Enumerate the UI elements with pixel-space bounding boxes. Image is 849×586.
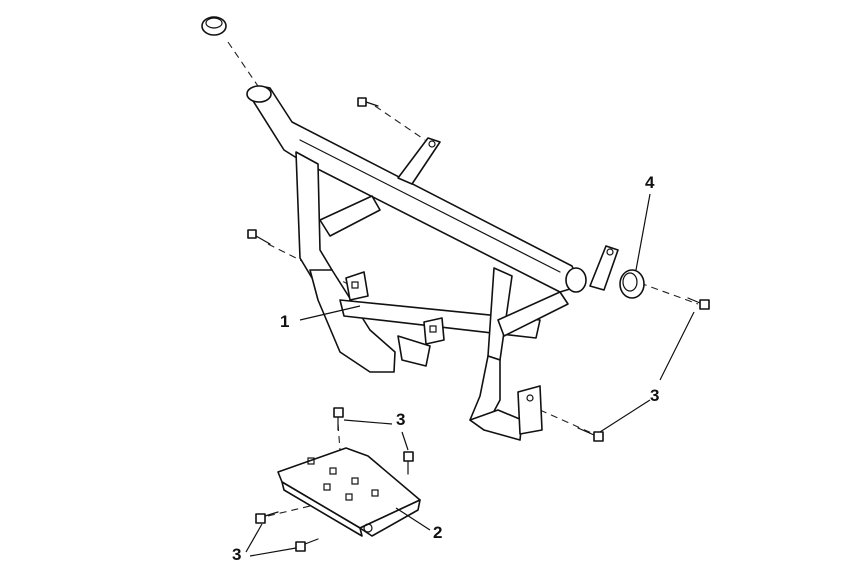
callout-3-right: 3 <box>650 386 659 405</box>
skid-plate <box>277 447 421 537</box>
upper-tube-open-end-left <box>246 85 272 103</box>
cap-body <box>201 16 227 36</box>
center-bracket <box>397 335 431 367</box>
bolt-shank <box>255 235 271 245</box>
left-inner-brace <box>319 195 381 237</box>
bolt-head <box>699 299 710 310</box>
cap-rim <box>205 17 223 29</box>
bolt-plate-top <box>333 407 344 431</box>
leader-3b-second <box>659 311 695 381</box>
bolt-left <box>247 229 271 245</box>
skid-plate-slot <box>329 467 337 475</box>
bolts <box>247 97 710 552</box>
bolt-top <box>357 97 379 107</box>
bolt-shank <box>577 427 595 436</box>
skid-plate-slot <box>371 489 379 497</box>
right-inner-brace <box>497 291 569 337</box>
leader-lines <box>245 193 695 557</box>
right-mount-tab <box>589 245 619 291</box>
top-bolt-assembly-line <box>374 105 426 141</box>
left-bracket-slot <box>351 281 359 289</box>
leader-3b <box>599 399 651 433</box>
bolt-head <box>593 431 604 442</box>
left-lower-bend-tube <box>309 269 396 373</box>
cap-4-body <box>619 269 645 299</box>
right-bracket-slot <box>429 325 437 333</box>
lower-bolt-assembly-line <box>539 409 597 436</box>
bolt-head <box>255 513 266 524</box>
upper-tube-highlight <box>299 139 561 273</box>
upper-tube-open-end-right <box>565 267 587 293</box>
bolt-right <box>687 297 710 310</box>
bolt-head <box>333 407 344 418</box>
cap-4-rim <box>622 272 638 292</box>
bolt-shank <box>365 101 379 107</box>
leader-3a-second <box>401 431 409 451</box>
bolt-plate-right <box>403 451 414 475</box>
leader-3a <box>343 419 393 425</box>
bolt-plate-bottom <box>295 538 319 552</box>
bolt-shank <box>264 511 279 517</box>
bolt-head <box>357 97 367 107</box>
leader-1 <box>299 305 361 321</box>
bolt-head <box>295 541 306 552</box>
lower-mount-plate <box>517 385 543 435</box>
callout-1: 1 <box>280 312 289 331</box>
cap-assembly-line <box>227 41 263 93</box>
bolt-lower-right <box>577 427 604 442</box>
right-upright-tube <box>487 267 513 361</box>
bumper-frame <box>246 85 619 441</box>
bolt-head <box>403 451 414 462</box>
right-bolt-assembly-line <box>639 282 699 305</box>
leader-3c-second <box>249 547 297 557</box>
skid-plate-slot <box>323 483 331 491</box>
skid-plate-slot <box>345 493 353 501</box>
callout-3-plate-top: 3 <box>396 410 405 429</box>
callout-2: 2 <box>433 523 442 542</box>
bolt-shank <box>687 297 701 304</box>
top-mount-hole <box>428 140 436 148</box>
bolt-head <box>247 229 257 239</box>
bolt-plate-left <box>255 511 279 524</box>
right-plate-bracket <box>423 317 445 345</box>
tube-end-cap-top <box>201 16 227 36</box>
tube-end-cap-4 <box>619 269 645 299</box>
callout-3-bottom: 3 <box>232 545 241 564</box>
skid-plate-hole <box>363 523 373 533</box>
plate-side-assembly-line <box>267 505 311 517</box>
skid-plate-slot <box>351 477 359 485</box>
leader-4 <box>635 193 651 271</box>
callout-4: 4 <box>645 173 655 192</box>
lower-mount-hole <box>526 394 534 402</box>
callout-numbers: 1 2 3 3 3 4 <box>232 173 659 564</box>
leader-3c <box>245 523 263 553</box>
skid-plate-slot <box>307 457 315 465</box>
bolt-shank <box>304 538 319 545</box>
skid-plate-front-edge <box>281 481 363 537</box>
skid-plate-side-edge <box>359 499 421 537</box>
right-mount-hole <box>606 248 614 256</box>
top-mount-tab <box>397 137 441 185</box>
leader-2 <box>395 507 431 531</box>
left-plate-bracket <box>345 271 369 301</box>
